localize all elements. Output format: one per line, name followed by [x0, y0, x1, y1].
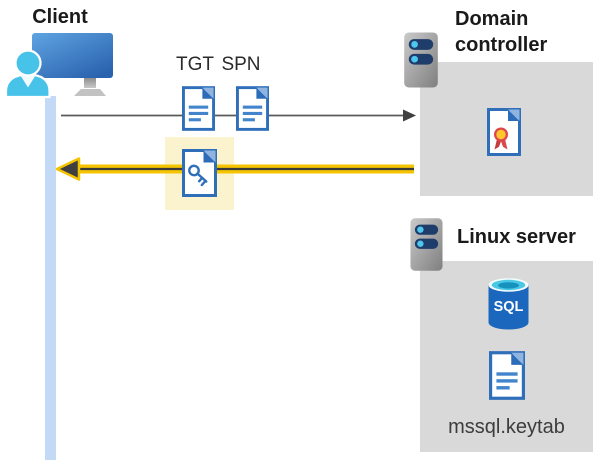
key-icon	[188, 164, 208, 187]
spn-label: SPN	[221, 54, 261, 75]
sql-badge-text: SQL	[494, 299, 524, 315]
response-arrowhead-icon	[55, 157, 81, 181]
client-label: Client	[32, 6, 88, 28]
response-arrow	[55, 157, 414, 181]
monitor-stand	[84, 78, 96, 88]
spn-document-icon	[236, 86, 269, 131]
linux-server-icon	[410, 217, 443, 272]
request-arrowhead-icon	[403, 109, 416, 122]
linux-server-label: Linux server	[457, 226, 576, 248]
tgt-document-icon	[182, 86, 215, 131]
monitor-base	[74, 89, 106, 96]
sql-database-icon: SQL	[488, 278, 529, 330]
domain-controller-server-icon	[403, 32, 439, 88]
client-timeline	[45, 96, 56, 460]
key-document-icon	[182, 149, 217, 197]
keytab-filename-label: mssql.keytab	[448, 416, 565, 438]
domain-controller-label: Domain controller	[455, 8, 548, 56]
tgt-label: TGT	[176, 54, 214, 75]
monitor-icon	[32, 33, 113, 78]
keytab-document-icon	[489, 351, 525, 400]
user-icon	[4, 49, 51, 99]
client-computer-icon	[3, 27, 118, 99]
certificate-icon	[487, 108, 521, 156]
